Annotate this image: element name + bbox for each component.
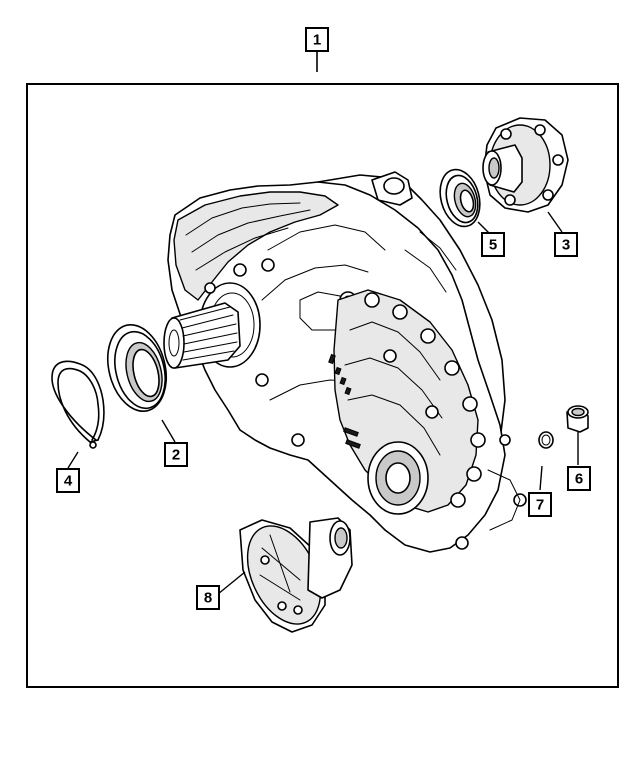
callout-6[interactable]: 6: [567, 466, 591, 491]
companion-flange-icon[interactable]: [233, 514, 353, 635]
output-seal-icon[interactable]: [434, 165, 486, 231]
snap-ring-icon[interactable]: [51, 360, 105, 449]
svg-text:2: 2: [172, 447, 180, 464]
leader-2: [161, 419, 176, 443]
casting-mark: [328, 353, 361, 449]
callout-2[interactable]: 2: [164, 442, 188, 467]
callout-1[interactable]: 1: [305, 27, 329, 52]
plug-gasket-icon[interactable]: [538, 431, 554, 449]
callout-8[interactable]: 8: [196, 585, 220, 610]
leader-7: [539, 465, 543, 491]
output-flange-icon[interactable]: [482, 117, 569, 213]
drain-plug-icon[interactable]: [566, 405, 589, 433]
svg-text:4: 4: [64, 473, 73, 490]
svg-text:5: 5: [489, 237, 497, 254]
callout-3[interactable]: 3: [554, 232, 578, 257]
svg-text:1: 1: [313, 32, 321, 49]
leader-3: [547, 211, 563, 233]
leader-8: [217, 571, 246, 595]
callout-5[interactable]: 5: [481, 232, 505, 257]
svg-text:7: 7: [536, 497, 544, 514]
leader-4: [67, 451, 79, 469]
svg-text:3: 3: [562, 237, 570, 254]
svg-text:8: 8: [204, 590, 212, 607]
svg-text:6: 6: [575, 471, 583, 488]
transfer-case-assembly-icon[interactable]: [163, 171, 527, 553]
input-seal-icon[interactable]: [99, 319, 175, 418]
input-shaft: [163, 302, 241, 369]
diagram-frame: [26, 83, 619, 688]
callout-7[interactable]: 7: [528, 492, 552, 517]
callout-4[interactable]: 4: [56, 468, 80, 493]
